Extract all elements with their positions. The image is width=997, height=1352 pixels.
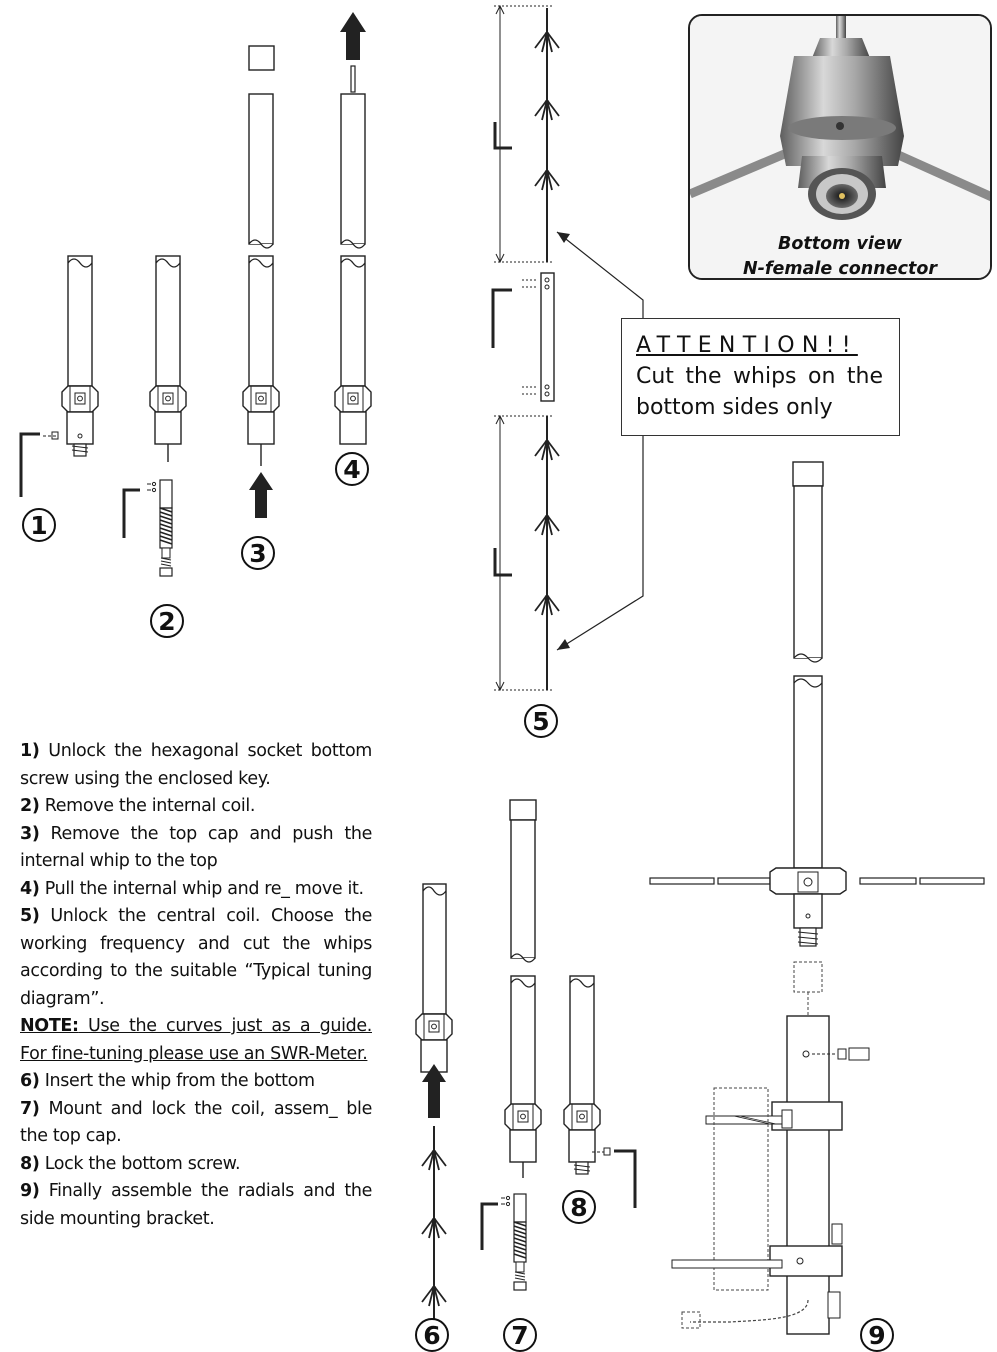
step-number-1: 1 bbox=[22, 508, 56, 542]
note-text: Use the curves just as a guide. For fine… bbox=[20, 1016, 372, 1064]
instruction-item: 4) Pull the internal whip and re_ move i… bbox=[20, 876, 372, 904]
instruction-number: 2) bbox=[20, 796, 40, 816]
instruction-item: 3) Remove the top cap and push the inter… bbox=[20, 821, 372, 876]
step-number-8: 8 bbox=[562, 1190, 596, 1224]
step8-figure bbox=[563, 975, 637, 1208]
instruction-number: 5) bbox=[20, 906, 40, 926]
instruction-text: Unlock the hexagonal socket bottom screw… bbox=[20, 741, 372, 789]
attention-box: ATTENTION!! Cut the whips on the bottom … bbox=[621, 318, 900, 436]
attention-body: Cut the whips on the bottom sides only bbox=[636, 364, 883, 420]
instruction-number: 6) bbox=[20, 1071, 40, 1091]
instruction-note: NOTE: Use the curves just as a guide. Fo… bbox=[20, 1013, 372, 1068]
step-number-9: 9 bbox=[860, 1318, 894, 1352]
instruction-number: 8) bbox=[20, 1153, 40, 1174]
instruction-item: 9) Finally assemble the radials and the … bbox=[20, 1178, 372, 1233]
instruction-number: 9) bbox=[20, 1181, 40, 1201]
instructions: 1) Unlock the hexagonal socket bottom sc… bbox=[20, 738, 372, 1233]
instruction-text: Lock the bottom screw. bbox=[39, 1153, 241, 1174]
instruction-item: 1) Unlock the hexagonal socket bottom sc… bbox=[20, 738, 372, 793]
step9-figure bbox=[649, 461, 985, 1335]
instruction-number: 3) bbox=[20, 823, 40, 844]
step3-figure bbox=[242, 45, 280, 518]
step-number-5: 5 bbox=[524, 704, 558, 738]
instruction-number: 7) bbox=[20, 1098, 40, 1119]
instruction-item: 8) Lock the bottom screw. bbox=[20, 1151, 372, 1179]
instruction-text: Unlock the central coil. Choose the work… bbox=[20, 906, 372, 1009]
step-number-6: 6 bbox=[415, 1318, 449, 1352]
note-label: NOTE: bbox=[20, 1016, 79, 1036]
instruction-text: Mount and lock the coil, assem_ ble the … bbox=[20, 1098, 372, 1147]
photo-caption-line1: Bottom view bbox=[778, 234, 902, 254]
step2-figure bbox=[122, 255, 187, 577]
instruction-text: Finally assemble the radials and the sid… bbox=[20, 1181, 372, 1229]
connector-photo: Bottom view N-female connector bbox=[688, 14, 992, 280]
step-number-2: 2 bbox=[150, 604, 184, 638]
instruction-number: 4) bbox=[20, 878, 40, 899]
attention-title: ATTENTION!! bbox=[636, 333, 858, 358]
photo-caption: Bottom view N-female connector bbox=[690, 232, 990, 279]
instruction-item: 5) Unlock the central coil. Choose the w… bbox=[20, 903, 372, 1013]
instruction-item: 6) Insert the whip from the bottom bbox=[20, 1068, 372, 1096]
instruction-text: Pull the internal whip and re_ move it. bbox=[39, 878, 364, 899]
instruction-text: Remove the top cap and push the internal… bbox=[20, 823, 372, 872]
connector-photo-drawing bbox=[690, 16, 990, 278]
instruction-item: 7) Mount and lock the coil, assem_ ble t… bbox=[20, 1096, 372, 1151]
instruction-text: Insert the whip from the bottom bbox=[39, 1071, 315, 1091]
step1-figure bbox=[19, 255, 99, 497]
step-number-3: 3 bbox=[241, 536, 275, 570]
instruction-text: Remove the internal coil. bbox=[39, 796, 256, 816]
step-number-7: 7 bbox=[503, 1318, 537, 1352]
photo-caption-line2: N-female connector bbox=[743, 259, 937, 279]
step-number-4: 4 bbox=[335, 452, 369, 486]
step4-figure bbox=[334, 12, 372, 445]
instruction-number: 1) bbox=[20, 741, 40, 761]
step7-figure bbox=[480, 799, 542, 1291]
instruction-item: 2) Remove the internal coil. bbox=[20, 793, 372, 821]
step6-figure bbox=[415, 883, 453, 1330]
step5-figure bbox=[491, 4, 644, 692]
